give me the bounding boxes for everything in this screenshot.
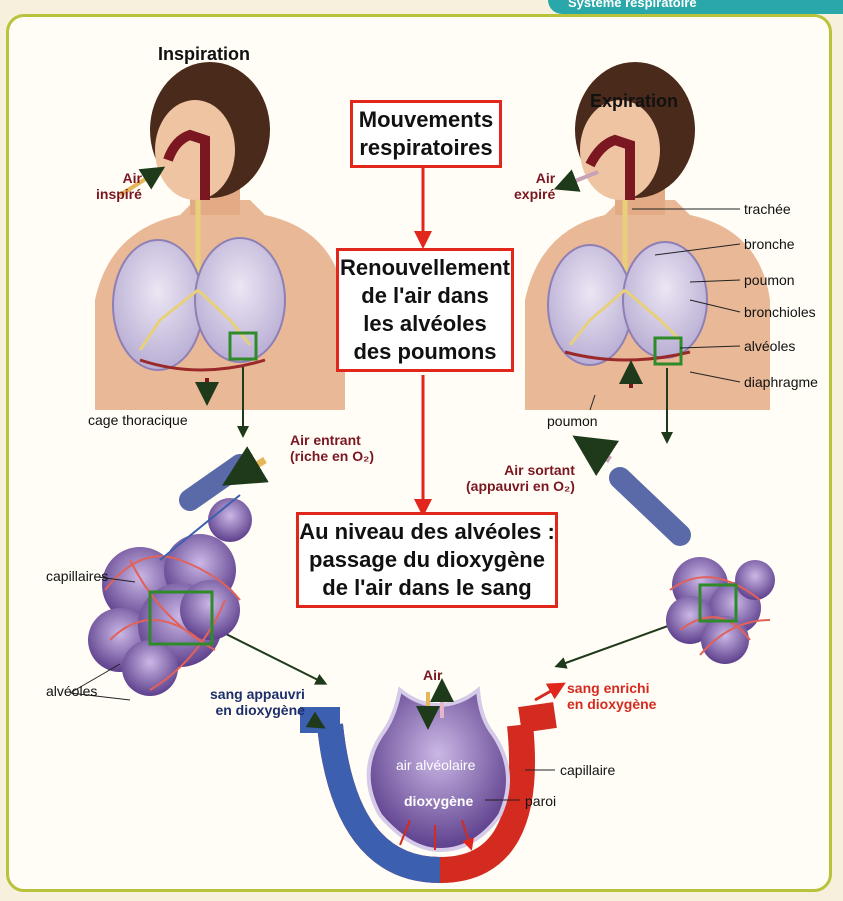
- air-expired-line2: expiré: [514, 186, 555, 202]
- box-oxygen-passage: Au niveau des alvéoles : passage du diox…: [296, 512, 558, 608]
- air-leaving-label: Air sortant (appauvri en O₂): [466, 462, 575, 494]
- zoom-arrow-bottom-left: [224, 633, 322, 682]
- inspiration-title: Inspiration: [158, 44, 250, 65]
- alveoli-label-cluster: alvéoles: [46, 683, 97, 699]
- air-inspired-line1: Air: [96, 170, 142, 186]
- box3-line1: Au niveau des alvéoles :: [299, 518, 555, 546]
- air-inspired-label: Air inspiré: [96, 170, 142, 202]
- lung-left-1: [113, 240, 203, 370]
- air-entering-label: Air entrant (riche en O₂): [290, 432, 374, 464]
- box1-line2: respiratoires: [359, 134, 492, 162]
- box3-line3: de l'air dans le sang: [322, 574, 531, 602]
- expiration-title: Expiration: [590, 91, 678, 112]
- face-right: [580, 100, 660, 200]
- alveolus-detail: [298, 687, 558, 870]
- box2-line2: de l'air dans: [361, 282, 489, 310]
- bronchus-label: bronche: [744, 236, 795, 252]
- alveolar-air-label: air alvéolaire: [396, 757, 475, 773]
- blood-rich-line1: sang enrichi: [567, 680, 656, 696]
- box1-line1: Mouvements: [359, 106, 493, 134]
- bronchiole-left: [190, 465, 240, 500]
- air-inspired-line2: inspiré: [96, 186, 142, 202]
- blood-rich-label: sang enrichi en dioxygène: [567, 680, 656, 712]
- box2-line1: Renouvellement: [340, 254, 510, 282]
- inspiration-figure: [95, 62, 345, 410]
- air-entering-line1: Air entrant: [290, 432, 374, 448]
- air-leaving-arrow: [590, 447, 610, 460]
- lung-label: poumon: [744, 272, 795, 288]
- box2-line3: les alvéoles: [363, 310, 487, 338]
- air-expired-label: Air expiré: [514, 170, 555, 202]
- box-respiratory-movements: Mouvements respiratoires: [350, 100, 502, 168]
- bronchiole-right: [620, 478, 680, 535]
- lung-label-lower: poumon: [547, 413, 598, 429]
- alveoli-cluster-right: [590, 447, 775, 664]
- air-leaving-line2: (appauvri en O₂): [466, 478, 575, 494]
- blood-rich-line2: en dioxygène: [567, 696, 656, 712]
- expiration-figure: [525, 62, 770, 410]
- alveoli-label-organ: alvéoles: [744, 338, 795, 354]
- blood-poor-line2: en dioxygène: [210, 702, 305, 718]
- lung-right-1: [548, 245, 632, 365]
- blood-poor-line1: sang appauvri: [210, 686, 305, 702]
- blood-poor-label: sang appauvri en dioxygène: [210, 686, 305, 718]
- air-leaving-line1: Air sortant: [466, 462, 575, 478]
- box2-line4: des poumons: [353, 338, 496, 366]
- rib-cage-label: cage thoracique: [88, 412, 188, 428]
- bronchioles-label: bronchioles: [744, 304, 816, 320]
- oxygen-label: dioxygène: [404, 793, 473, 809]
- wall-label: paroi: [525, 793, 556, 809]
- air-label-bottom: Air: [423, 667, 442, 683]
- capillary-label: capillaire: [560, 762, 615, 778]
- capillaries-label: capillaires: [46, 568, 108, 584]
- trachea-label: trachée: [744, 201, 791, 217]
- air-expired-line1: Air: [514, 170, 555, 186]
- air-entering-line2: (riche en O₂): [290, 448, 374, 464]
- box-air-renewal: Renouvellement de l'air dans les alvéole…: [336, 248, 514, 372]
- diaphragm-label: diaphragme: [744, 374, 818, 390]
- box3-line2: passage du dioxygène: [309, 546, 545, 574]
